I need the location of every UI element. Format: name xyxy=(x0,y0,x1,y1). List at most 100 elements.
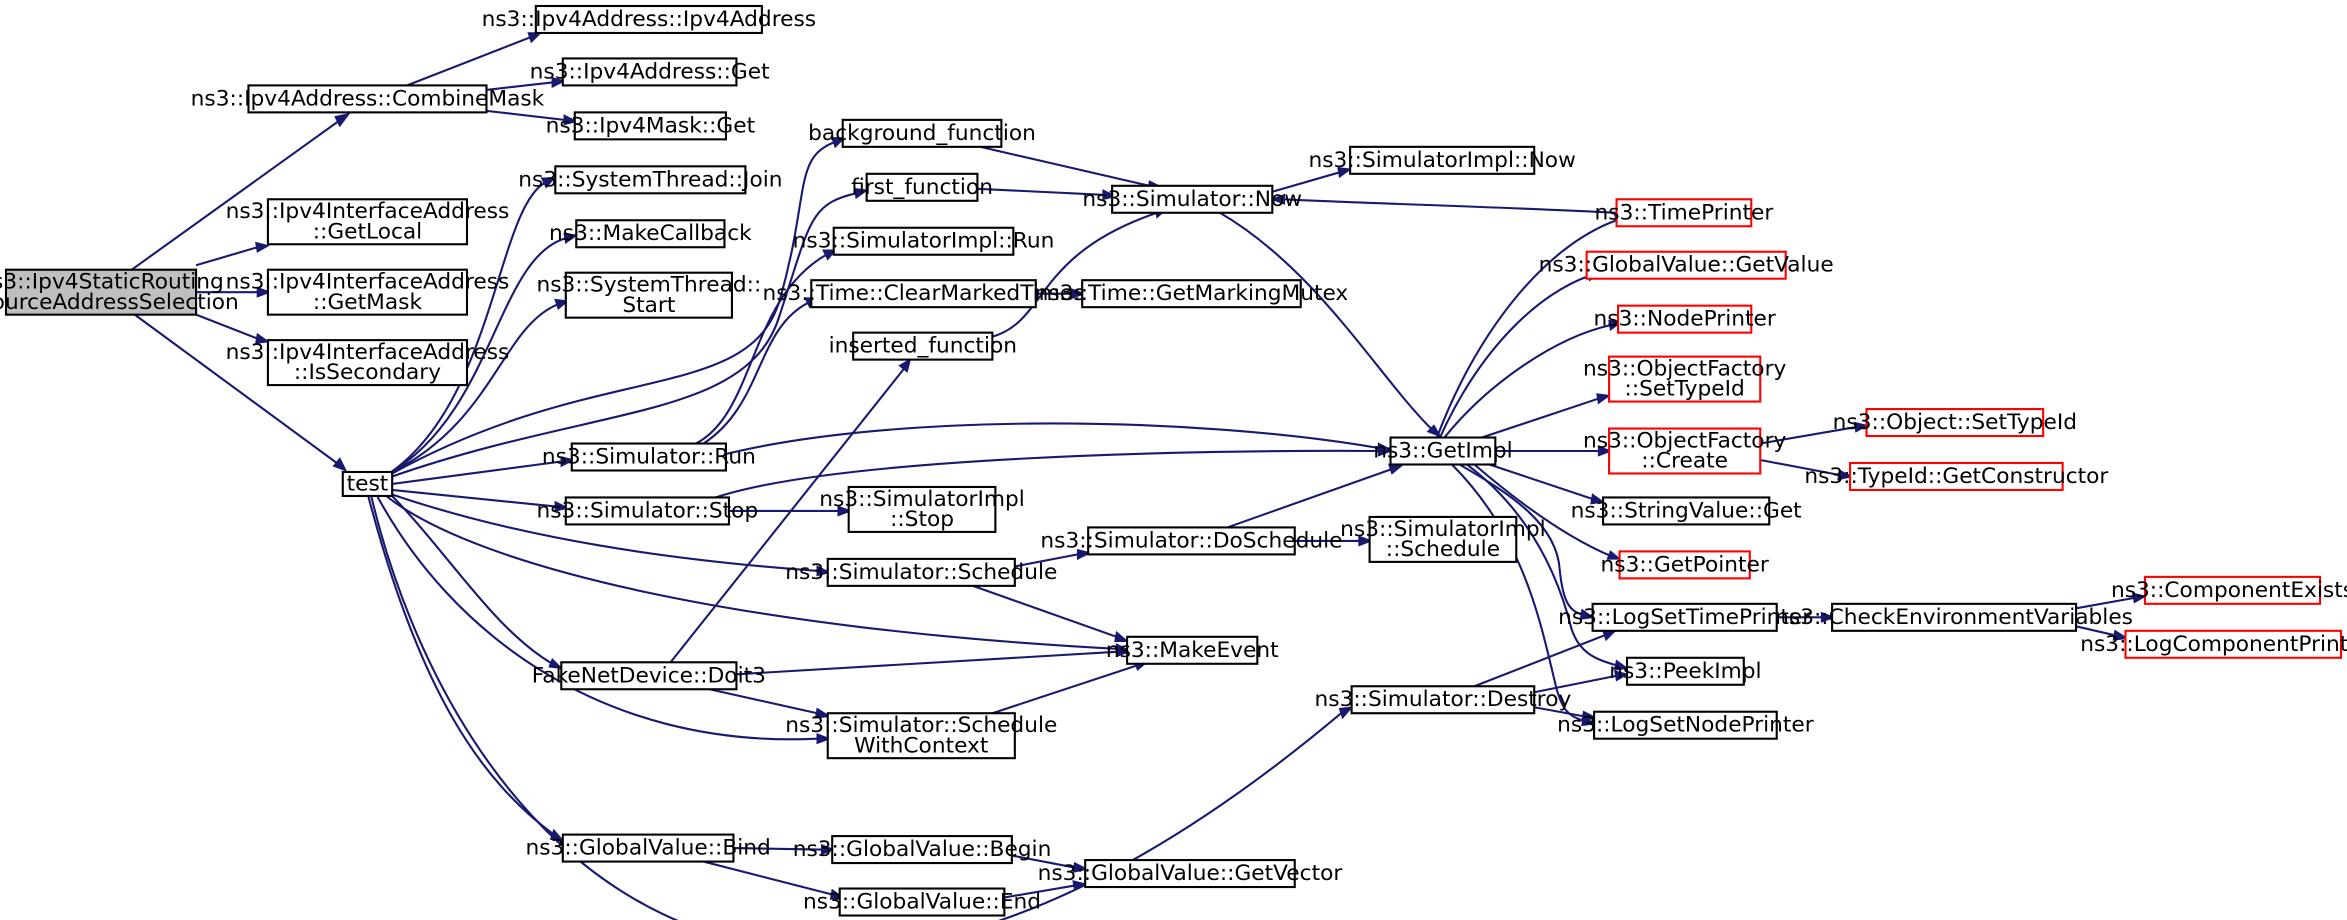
node-label: ::IsSecondary xyxy=(294,360,441,385)
node-box xyxy=(1349,145,1536,175)
node-issecondary[interactable]: ns3::Ipv4InterfaceAddress::IsSecondary xyxy=(226,339,510,387)
node-simimpl-now[interactable]: ns3::SimulatorImpl::Now xyxy=(1309,145,1576,175)
node-simimpl-schedule[interactable]: ns3::SimulatorImpl::Schedule xyxy=(1340,515,1546,563)
node-ipv4addr-ctor[interactable]: ns3::Ipv4Address::Ipv4Address xyxy=(482,4,816,35)
node-sim-schedule[interactable]: ns3::Simulator::Schedule xyxy=(785,557,1057,587)
node-box xyxy=(1585,250,1787,280)
node-logsettimeprinter[interactable]: ns3::LogSetTimePrinter xyxy=(1558,602,1811,632)
node-ipv4mask-get[interactable]: ns3::Ipv4Mask::Get xyxy=(546,111,755,141)
node-label: ns3::GlobalValue::Begin xyxy=(793,837,1052,862)
node-peekimpl[interactable]: ns3::PeekImpl xyxy=(1609,656,1762,686)
node-label: ns3::MakeCallback xyxy=(549,221,752,246)
node-of-create[interactable]: ns3::ObjectFactory::Create xyxy=(1583,427,1787,475)
node-sim-stop[interactable]: ns3::Simulator::Stop xyxy=(537,496,759,526)
edge-getimpl-to-peekimpl xyxy=(1466,463,1630,671)
edge-sim_now-to-simimpl_now xyxy=(1271,166,1353,193)
node-test[interactable]: test xyxy=(341,470,394,498)
node-doschedule[interactable]: ns3::Simulator::DoSchedule xyxy=(1040,526,1342,556)
node-box xyxy=(554,165,747,195)
node-timeprinter[interactable]: ns3::TimePrinter xyxy=(1595,198,1774,228)
node-logsetnodeprinter[interactable]: ns3::LogSetNodePrinter xyxy=(1557,710,1814,740)
node-label: ns3::Object::SetTypeId xyxy=(1833,410,2077,435)
node-sim-now[interactable]: ns3::Simulator::Now xyxy=(1082,184,1302,214)
node-componentexists[interactable]: ns3::ComponentExists xyxy=(2111,575,2347,605)
node-makecallback[interactable]: ns3::MakeCallback xyxy=(549,219,752,249)
arrowhead xyxy=(554,298,570,310)
arrowhead xyxy=(1606,550,1622,560)
arrowhead xyxy=(256,286,272,298)
node-gv-bind[interactable]: ns3::GlobalValue::Bind xyxy=(525,833,771,863)
node-label: ns3::GlobalValue::GetValue xyxy=(1539,253,1834,278)
node-label: ns3::Ipv4Address::Get xyxy=(530,59,770,84)
node-label: ::GetLocal xyxy=(313,219,423,244)
node-simimpl-run[interactable]: ns3::SimulatorImpl::Run xyxy=(793,226,1055,256)
node-box xyxy=(2124,629,2343,659)
node-getlocal[interactable]: ns3::Ipv4InterfaceAddress::GetLocal xyxy=(226,198,510,246)
node-box xyxy=(1081,279,1302,309)
arrowhead xyxy=(1076,548,1092,561)
node-gv-end[interactable]: ns3::GlobalValue::End xyxy=(803,887,1041,917)
node-sim-destroy[interactable]: ns3::Simulator::Destroy xyxy=(1315,685,1572,715)
node-clearmarked[interactable]: ns3::Time::ClearMarkedTimes xyxy=(762,279,1085,309)
node-label: ns3::SystemThread::Join xyxy=(518,167,782,192)
node-nodeprinter[interactable]: ns3::NodePrinter xyxy=(1594,304,1776,334)
node-root[interactable]: ns3::Ipv4StaticRouting::SourceAddressSel… xyxy=(0,268,239,316)
arrowhead xyxy=(1602,630,1617,642)
node-label: ns3::CheckEnvironmentVariables xyxy=(1775,605,2133,630)
node-first-function[interactable]: first_function xyxy=(851,172,993,202)
node-getmarkingmutex[interactable]: ns3::Time::GetMarkingMutex xyxy=(1035,279,1349,309)
node-of-settypeid[interactable]: ns3::ObjectFactory::SetTypeId xyxy=(1583,355,1787,403)
arrowhead xyxy=(1820,611,1836,623)
node-stringvalue-get[interactable]: ns3::StringValue::Get xyxy=(1571,496,1802,526)
node-label: ns3::SimulatorImpl xyxy=(819,487,1024,512)
edge-line xyxy=(1227,468,1393,529)
edge-line xyxy=(367,495,555,836)
arrowhead xyxy=(1614,670,1630,682)
edge-line xyxy=(669,367,905,663)
node-threadstart[interactable]: ns3::SystemThread::Start xyxy=(536,271,761,319)
node-label: ns3::SimulatorImpl::Run xyxy=(793,229,1055,254)
arrowhead xyxy=(1614,659,1630,671)
node-logcomponentprintlist[interactable]: ns3::LogComponentPrintList xyxy=(2080,629,2347,659)
node-doit3[interactable]: FakeNetDevice::Doit3 xyxy=(532,661,766,691)
node-ipv4addr-get[interactable]: ns3::Ipv4Address::Get xyxy=(530,57,770,87)
node-gv-begin[interactable]: ns3::GlobalValue::Begin xyxy=(793,835,1052,865)
node-combinemask[interactable]: ns3::Ipv4Address::CombineMask xyxy=(191,84,545,114)
node-box xyxy=(1111,184,1274,214)
edge-line xyxy=(2075,625,2116,637)
node-inserted-function[interactable]: inserted_function xyxy=(829,331,1017,361)
edge-line xyxy=(1473,463,1611,557)
edge-gv_bind-to-gv_begin xyxy=(733,844,836,856)
arrowhead xyxy=(255,332,270,344)
edge-combinemask-to-ipv4mask_get xyxy=(486,109,579,126)
node-obj-settypeid[interactable]: ns3::Object::SetTypeId xyxy=(1833,408,2077,438)
node-gv-getvalue[interactable]: ns3::GlobalValue::GetValue xyxy=(1539,250,1834,280)
node-getimpl[interactable]: ns3::GetImpl xyxy=(1373,436,1513,466)
edge-line xyxy=(1458,463,1583,616)
node-label: ::SetTypeId xyxy=(1625,377,1745,402)
arrowhead xyxy=(334,112,351,128)
node-join[interactable]: ns3::SystemThread::Join xyxy=(518,165,782,195)
arrowhead xyxy=(540,177,556,189)
node-gv-getvector[interactable]: ns3::GlobalValue::GetVector xyxy=(1038,859,1343,889)
arrowhead xyxy=(1070,288,1086,300)
node-background-function[interactable]: background_function xyxy=(808,118,1036,148)
node-getmask[interactable]: ns3::Ipv4InterfaceAddress::GetMask xyxy=(226,268,510,316)
edge-line xyxy=(392,460,562,486)
node-getpointer[interactable]: ns3::GetPointer xyxy=(1601,550,1769,580)
arrowhead xyxy=(1270,193,1286,205)
node-box xyxy=(266,339,469,387)
node-sim-run[interactable]: ns3::Simulator::Run xyxy=(542,442,756,472)
node-checkenvvars[interactable]: ns3::CheckEnvironmentVariables xyxy=(1775,602,2133,632)
node-makeevent[interactable]: ns3::MakeEvent xyxy=(1106,635,1279,665)
node-box xyxy=(1615,198,1753,228)
node-typeid-getctor[interactable]: ns3::TypeId::GetConstructor xyxy=(1804,461,2108,492)
arrowhead xyxy=(853,187,869,200)
node-label: ns3::Ipv4InterfaceAddress xyxy=(226,340,510,365)
node-label: ns3::Ipv4Mask::Get xyxy=(546,113,755,138)
node-label: ns3::GlobalValue::Bind xyxy=(525,836,770,861)
node-box xyxy=(1625,656,1745,686)
node-simimpl-stop[interactable]: ns3::SimulatorImpl::Stop xyxy=(819,485,1025,533)
